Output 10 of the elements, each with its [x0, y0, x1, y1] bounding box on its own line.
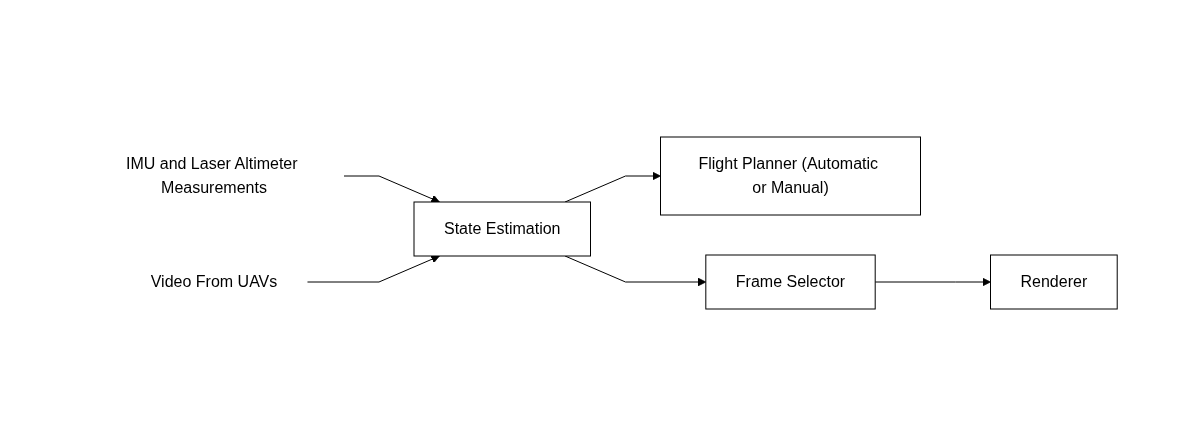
node-box: Flight Planner (Automatic or Manual) — [659, 136, 921, 216]
node-box: Frame Selector — [705, 254, 876, 310]
node-box: State Estimation — [413, 201, 591, 257]
arrow — [306, 255, 440, 283]
arrow — [874, 277, 991, 287]
arrow — [343, 175, 440, 203]
node-box: Renderer — [989, 254, 1118, 310]
node-text: IMU and Laser Altimeter Measurements — [125, 155, 298, 196]
node-text: Video From UAVs — [150, 273, 278, 290]
arrow — [564, 171, 661, 203]
